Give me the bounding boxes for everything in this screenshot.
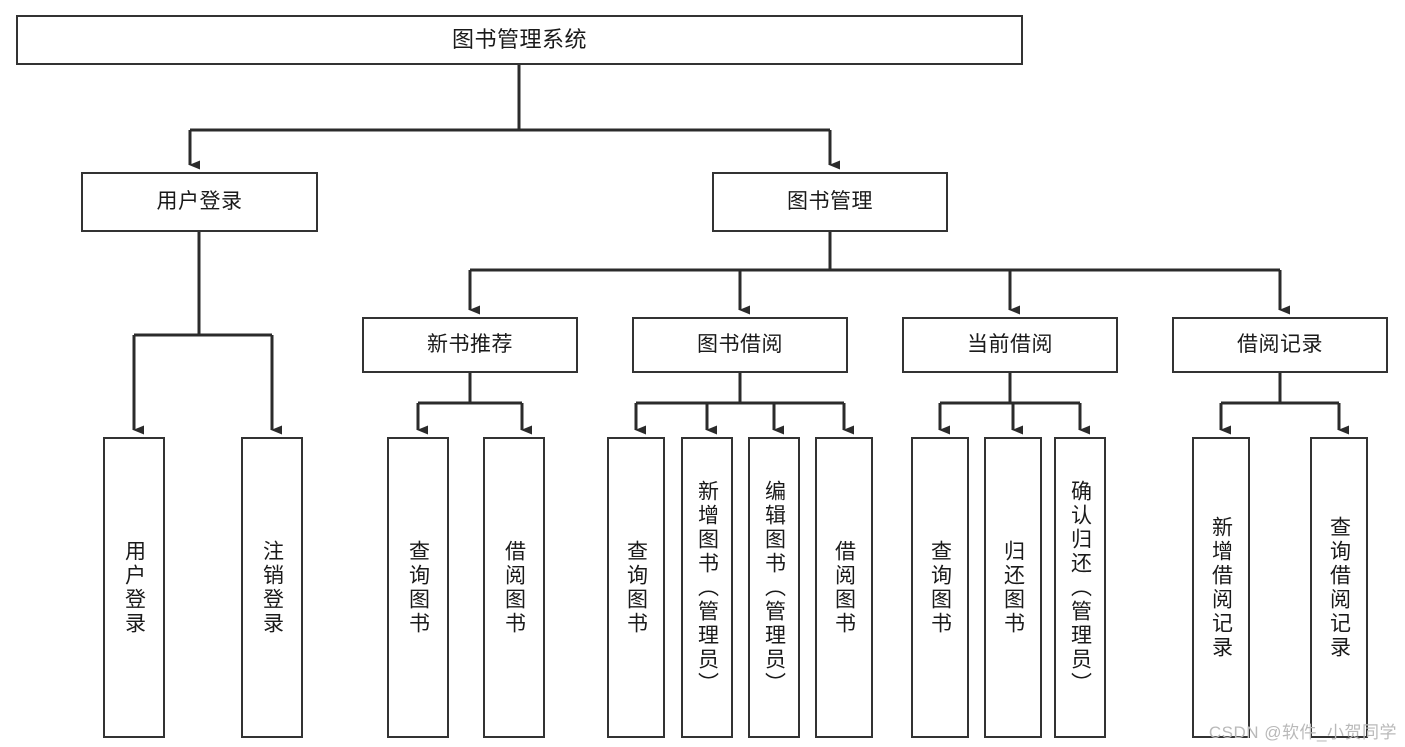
node-label: 编辑图书（管理员）	[762, 479, 786, 696]
node-label: 图书管理	[787, 190, 873, 214]
leaf-query-borrow-record[interactable]: 查询借阅记录	[1310, 437, 1368, 738]
node-current-borrow[interactable]: 当前借阅	[902, 317, 1118, 373]
leaf-add-borrow-record[interactable]: 新增借阅记录	[1192, 437, 1250, 738]
leaf-query-book-recommend[interactable]: 查询图书	[387, 437, 449, 738]
leaf-logout[interactable]: 注销登录	[241, 437, 303, 738]
node-label: 用户登录	[122, 539, 146, 636]
node-label: 用户登录	[156, 190, 243, 214]
node-label: 归还图书	[1001, 539, 1025, 636]
node-label: 新增借阅记录	[1209, 515, 1233, 660]
node-label: 查询图书	[406, 539, 430, 636]
node-label: 当前借阅	[967, 333, 1053, 357]
node-label: 图书借阅	[697, 333, 783, 357]
leaf-confirm-return-admin[interactable]: 确认归还（管理员）	[1054, 437, 1106, 738]
node-label: 查询借阅记录	[1327, 515, 1351, 660]
node-user-login[interactable]: 用户登录	[81, 172, 318, 232]
node-label: 借阅图书	[502, 539, 526, 636]
node-label: 新增图书（管理员）	[695, 479, 719, 696]
leaf-return-book[interactable]: 归还图书	[984, 437, 1042, 738]
node-label: 确认归还（管理员）	[1068, 479, 1092, 696]
node-book-borrow[interactable]: 图书借阅	[632, 317, 848, 373]
node-borrow-record[interactable]: 借阅记录	[1172, 317, 1388, 373]
node-label: 图书管理系统	[451, 26, 587, 52]
leaf-add-book-admin[interactable]: 新增图书（管理员）	[681, 437, 733, 738]
node-label: 查询图书	[928, 539, 952, 636]
leaf-borrow-book-recommend[interactable]: 借阅图书	[483, 437, 545, 738]
node-label: 注销登录	[260, 539, 284, 636]
node-new-book-recommend[interactable]: 新书推荐	[362, 317, 578, 373]
leaf-user-login[interactable]: 用户登录	[103, 437, 165, 738]
node-label: 借阅图书	[832, 539, 856, 636]
leaf-edit-book-admin[interactable]: 编辑图书（管理员）	[748, 437, 800, 738]
node-label: 查询图书	[624, 539, 648, 636]
leaf-borrow-book[interactable]: 借阅图书	[815, 437, 873, 738]
leaf-query-book-current[interactable]: 查询图书	[911, 437, 969, 738]
node-root[interactable]: 图书管理系统	[16, 15, 1023, 65]
node-label: 新书推荐	[427, 333, 513, 357]
node-book-management[interactable]: 图书管理	[712, 172, 948, 232]
watermark-text: CSDN @软件_小贺同学	[1208, 723, 1397, 742]
node-label: 借阅记录	[1237, 333, 1323, 357]
leaf-query-book-borrow[interactable]: 查询图书	[607, 437, 665, 738]
